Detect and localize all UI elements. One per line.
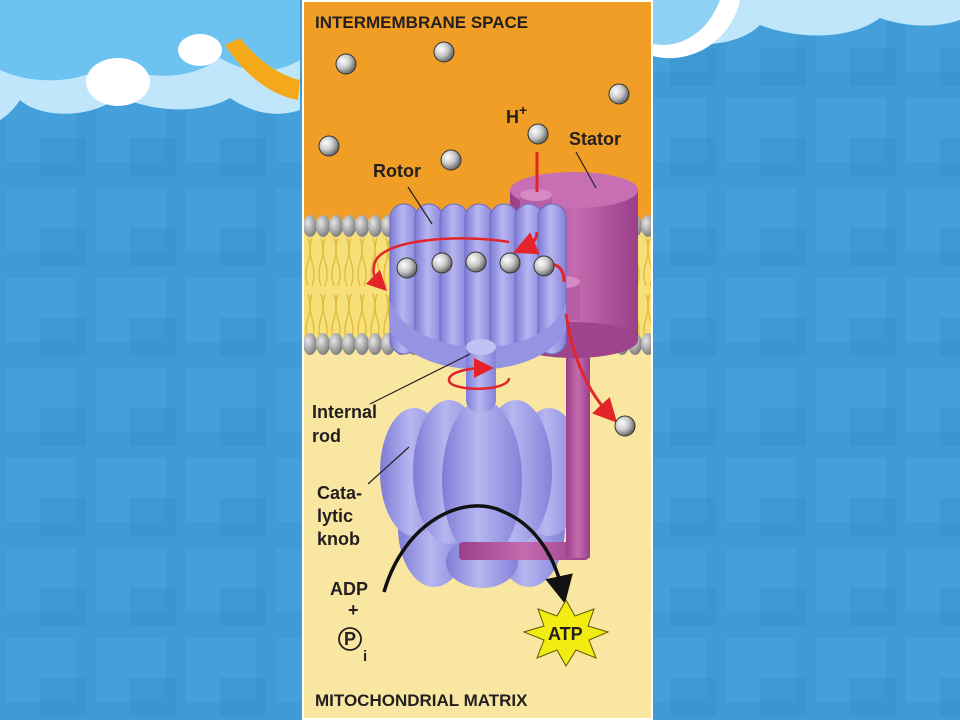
- lipid-tail: [643, 237, 649, 287]
- internal-rod-label-line1: Internal: [312, 402, 377, 422]
- proton-charge-label: +: [519, 102, 527, 118]
- phosphate-circle: [338, 627, 362, 651]
- internal-rod: [466, 339, 496, 412]
- proton: [318, 135, 340, 157]
- proton: [440, 149, 462, 171]
- lipid-head: [641, 333, 651, 355]
- catalytic-knob: [380, 400, 583, 588]
- proton: [499, 252, 521, 274]
- lipid-tail: [309, 237, 315, 287]
- catalytic-knob-label-line2: lytic: [317, 506, 353, 526]
- lipid-head: [355, 333, 369, 355]
- lipid-head: [368, 215, 382, 237]
- catalytic-knob-label-line3: knob: [317, 529, 360, 549]
- rotor-subunit: [464, 203, 494, 355]
- lipid-tail: [357, 237, 363, 287]
- lipid-head: [641, 215, 651, 237]
- mitochondrial-matrix-label: MITOCHONDRIAL MATRIX: [315, 691, 528, 710]
- adp-to-atp-arrow: [382, 504, 573, 604]
- catalytic-knob-label-line1: Cata-: [317, 483, 362, 503]
- proton: [396, 257, 418, 279]
- lipid-tail: [335, 237, 341, 287]
- lipid-head: [342, 333, 356, 355]
- protons: [318, 41, 636, 437]
- lipid-head: [355, 215, 369, 237]
- proton: [465, 251, 487, 273]
- plus-label: +: [348, 600, 359, 620]
- lipid-tail: [647, 293, 651, 343]
- phosphate-label: P: [344, 629, 356, 649]
- proton: [608, 83, 630, 105]
- proton: [431, 252, 453, 274]
- atp-burst: [522, 598, 610, 667]
- phosphate-subscript-label: i: [363, 648, 367, 665]
- atp-label: ATP: [548, 624, 583, 644]
- proton: [335, 53, 357, 75]
- proton: [614, 415, 636, 437]
- intermembrane-space-label: INTERMEMBRANE SPACE: [315, 13, 528, 32]
- proton: [533, 255, 555, 277]
- internal-rod-label-line2: rod: [312, 426, 341, 446]
- rotation-arrows: [365, 237, 511, 390]
- lipid-head: [304, 333, 317, 355]
- rotor-subunit: [414, 203, 444, 355]
- lipid-head: [316, 333, 330, 355]
- lipid-tail: [331, 237, 337, 287]
- proton: [527, 123, 549, 145]
- adp-label: ADP: [330, 579, 368, 599]
- lipid-tail: [344, 237, 350, 287]
- rotor-base: [390, 302, 566, 370]
- proton-label: H+: [506, 102, 527, 127]
- stator-label: Stator: [569, 129, 621, 149]
- lipid-tail: [361, 237, 367, 287]
- lipid-head: [316, 215, 330, 237]
- rotor-label: Rotor: [373, 161, 421, 181]
- lipid-tail: [305, 237, 311, 287]
- lipid-tail: [322, 237, 328, 287]
- atp-synthase-diagram: INTERMEMBRANE SPACE H+ Stator Rotor Inte…: [304, 2, 651, 718]
- lipid-head: [342, 215, 356, 237]
- lipid-head: [329, 333, 343, 355]
- lipid-tail: [647, 237, 651, 287]
- lipid-head: [329, 215, 343, 237]
- proton: [433, 41, 455, 63]
- lipid-tail: [348, 237, 354, 287]
- lipid-head: [368, 333, 382, 355]
- sky-cloud-sun-decoration: [0, 0, 960, 120]
- leader-lines: [367, 151, 597, 485]
- lipid-head: [304, 215, 317, 237]
- rotor-subunit: [489, 203, 519, 355]
- lipid-tail: [318, 237, 324, 287]
- rotor-subunit: [439, 203, 469, 355]
